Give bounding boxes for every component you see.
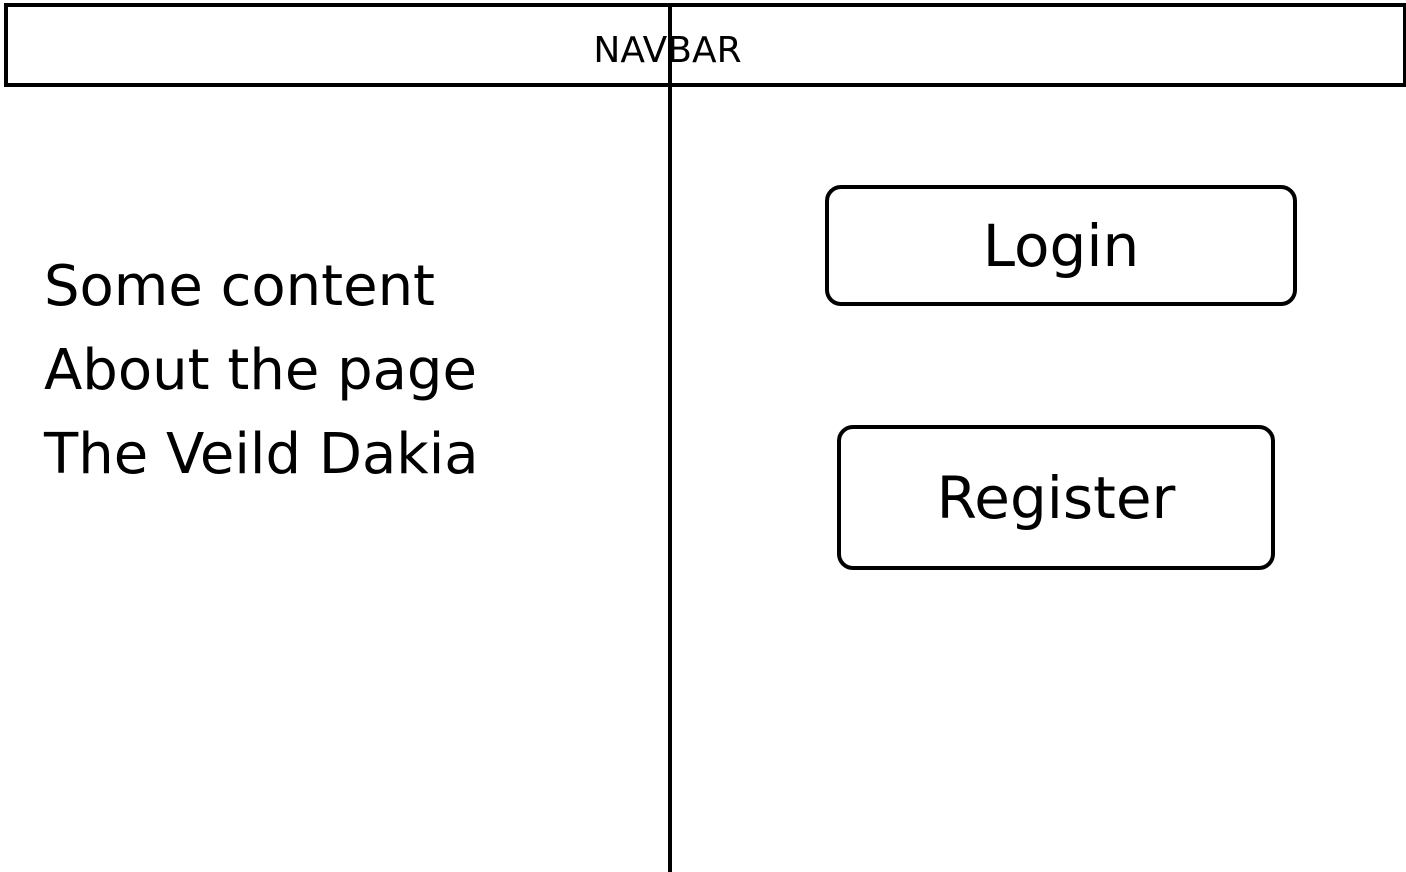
login-button[interactable]: Login [825, 185, 1297, 306]
vertical-divider [668, 3, 672, 872]
navbar: NAVBAR [4, 3, 1406, 87]
content-line: The Veild Dakia [44, 422, 479, 487]
navbar-label: NAVBAR [0, 31, 1403, 71]
register-button[interactable]: Register [837, 425, 1275, 570]
content-line: Some content [44, 254, 436, 319]
content-block: Some content About the page The Veild Da… [44, 245, 644, 497]
content-line: About the page [44, 338, 477, 403]
